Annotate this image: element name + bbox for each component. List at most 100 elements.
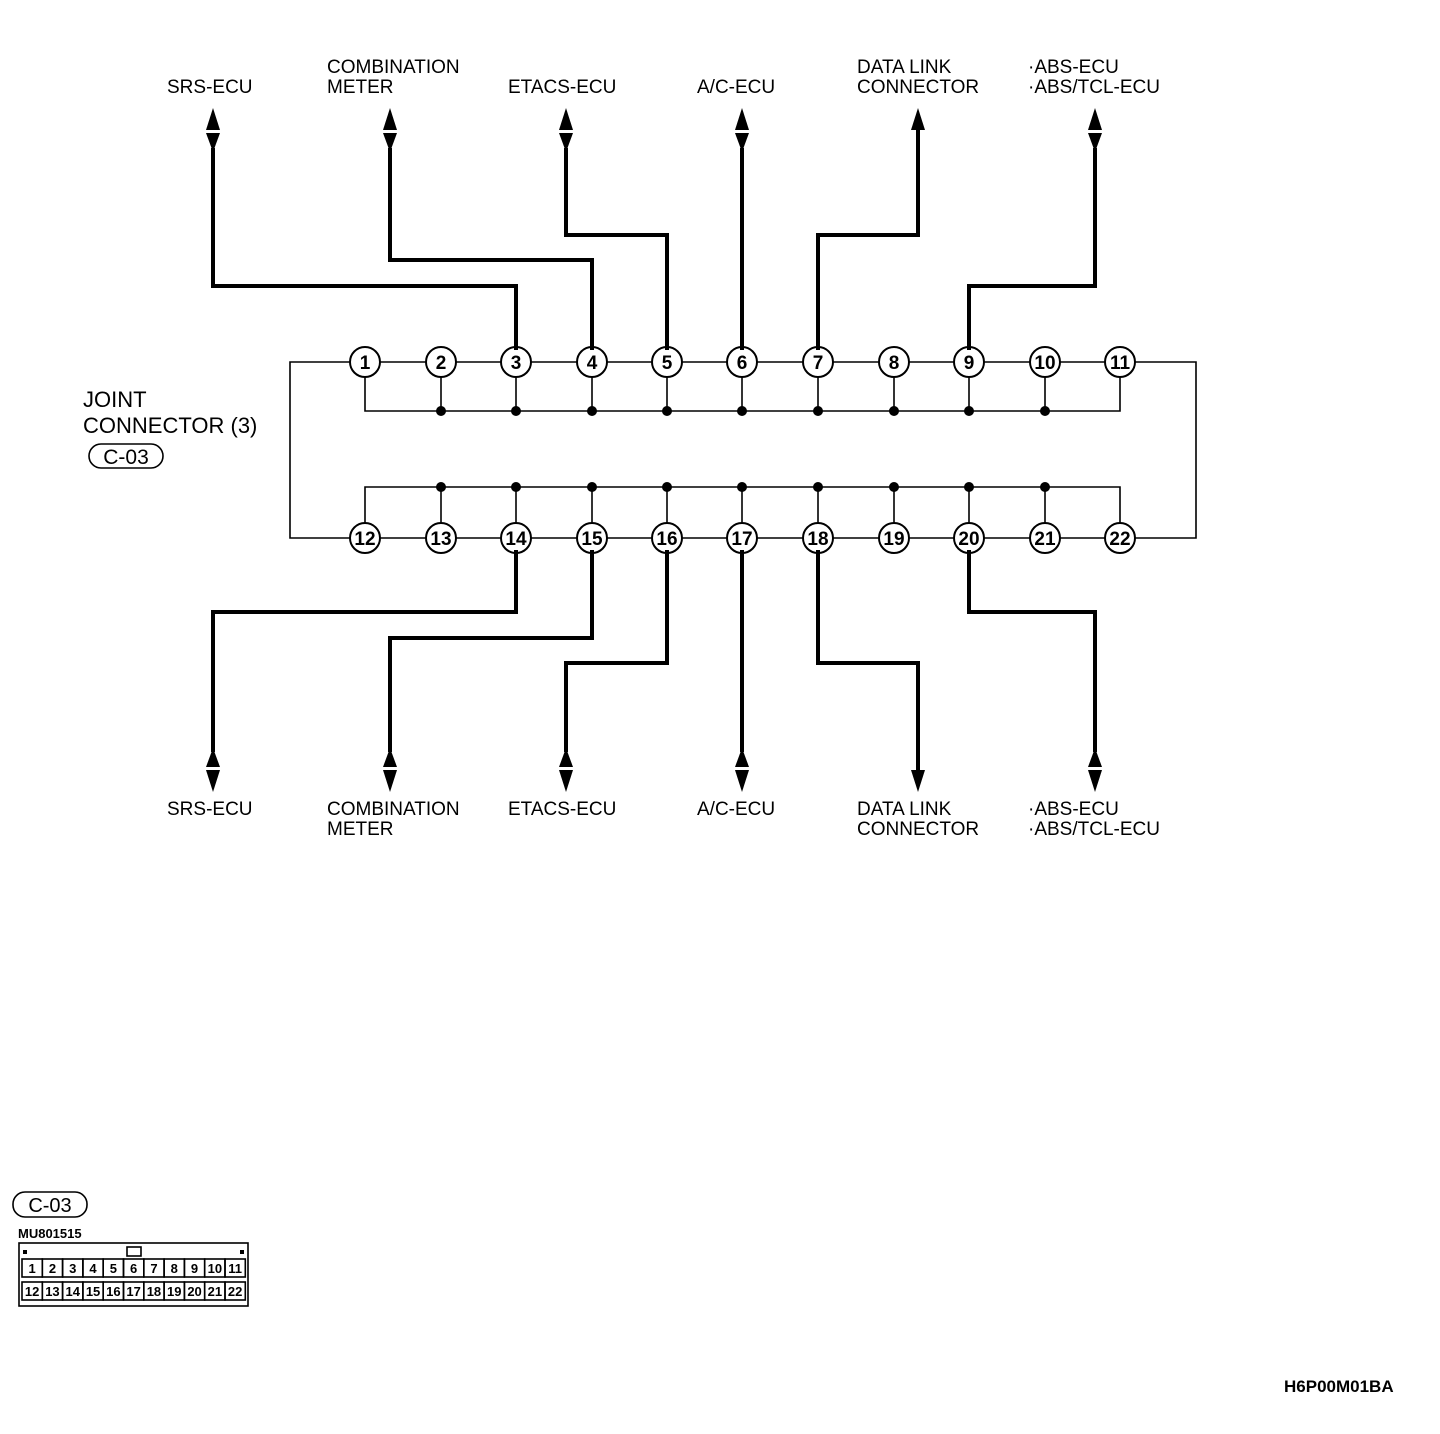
connector-corner-right [240, 1250, 244, 1254]
wire-pin15-combination [388, 550, 594, 752]
pin-number-11: 11 [1110, 353, 1131, 374]
face-cavity-label-5: 5 [110, 1261, 117, 1276]
label-top-abs-1: ·ABS-ECU [1028, 57, 1119, 78]
label-bottom-ac: A/C-ECU [697, 799, 775, 820]
label-top-ac: A/C-ECU [697, 77, 775, 98]
top-junction-dot-9 [964, 406, 974, 416]
bottom-junction-dot-21 [1040, 482, 1050, 492]
pin-number-20: 20 [958, 529, 979, 550]
face-cavity-label-7: 7 [150, 1261, 157, 1276]
bottom-junction-dot-13 [436, 482, 446, 492]
bottom-junction-dot-20 [964, 482, 974, 492]
arrow-srs-top [206, 108, 220, 152]
outer-frame [289, 361, 1197, 539]
label-bottom-etacs: ETACS-ECU [508, 799, 616, 820]
wire-pin5-etacs [564, 148, 669, 350]
face-cavity-label-6: 6 [130, 1261, 137, 1276]
pin-number-12: 12 [354, 529, 375, 550]
label-bottom-datalink-2: CONNECTOR [857, 819, 979, 840]
pin-number-18: 18 [807, 529, 828, 550]
arrow-combination-top [383, 108, 397, 152]
top-destination-labels: SRS-ECU COMBINATION METER ETACS-ECU A/C-… [167, 57, 1160, 98]
pin-number-17: 17 [731, 529, 752, 550]
pin-number-9: 9 [964, 353, 975, 374]
face-cavity-22 [224, 1281, 247, 1301]
connector-housing [18, 1242, 249, 1307]
top-junction-dot-4 [587, 406, 597, 416]
wire-pin14-srs [211, 550, 518, 752]
pin-circle-19 [878, 522, 910, 554]
label-bottom-datalink-1: DATA LINK [857, 799, 952, 820]
arrow-etacs-bottom [559, 748, 573, 792]
top-junction-dot-5 [662, 406, 672, 416]
bottom-junction-dot-15 [587, 482, 597, 492]
arrow-etacs-top [559, 108, 573, 152]
face-cavity-label-16: 16 [106, 1284, 120, 1299]
arrow-combination-bottom [383, 748, 397, 792]
bottom-junction-dot-16 [662, 482, 672, 492]
pin-number-7: 7 [813, 353, 824, 374]
pin-number-13: 13 [430, 529, 451, 550]
label-top-etacs: ETACS-ECU [508, 77, 616, 98]
arrow-abs-bottom [1088, 748, 1102, 792]
pin-number-1: 1 [360, 353, 371, 374]
face-cavity-label-11: 11 [228, 1261, 242, 1276]
label-top-combination-1: COMBINATION [327, 57, 460, 78]
wire-pin18-datalink [816, 550, 920, 772]
label-top-combination-2: METER [327, 77, 394, 98]
bottom-junction-dot-17 [737, 482, 747, 492]
pin-number-22: 22 [1109, 529, 1130, 550]
face-cavity-label-14: 14 [66, 1284, 81, 1299]
top-junction-dot-2 [436, 406, 446, 416]
pin-circle-21 [1029, 522, 1061, 554]
face-cavity-label-9: 9 [191, 1261, 198, 1276]
pin-number-21: 21 [1034, 529, 1056, 550]
face-cavity-label-19: 19 [167, 1284, 181, 1299]
label-top-abs-2: ·ABS/TCL-ECU [1028, 77, 1160, 98]
top-junction-dot-10 [1040, 406, 1050, 416]
pin-circle-13 [425, 522, 457, 554]
face-cavity-label-15: 15 [86, 1284, 100, 1299]
label-top-srs: SRS-ECU [167, 77, 253, 98]
wire-pin4-combination [388, 148, 594, 350]
figure-id: H6P00M01BA [1284, 1377, 1394, 1396]
face-cavity-label-4: 4 [89, 1261, 97, 1276]
pin-circle-2 [425, 346, 457, 378]
joint-code-text: C-03 [103, 446, 149, 469]
label-top-datalink-2: CONNECTOR [857, 77, 979, 98]
label-bottom-abs-2: ·ABS/TCL-ECU [1028, 819, 1160, 840]
connector-corner-left [23, 1250, 27, 1254]
pin-number-3: 3 [511, 353, 522, 374]
bottom-junction-dot-19 [889, 482, 899, 492]
arrow-datalink-top [911, 108, 925, 130]
face-cavity-label-18: 18 [147, 1284, 161, 1299]
face-cavity-label-22: 22 [228, 1284, 242, 1299]
face-cavity-11 [224, 1258, 247, 1278]
wire-pin20-abs [967, 550, 1097, 752]
bottom-junction-dot-14 [511, 482, 521, 492]
pin-circle-12 [349, 522, 381, 554]
label-bottom-abs-1: ·ABS-ECU [1028, 799, 1119, 820]
face-cavity-label-3: 3 [69, 1261, 76, 1276]
label-top-datalink-1: DATA LINK [857, 57, 952, 78]
pin-circle-8 [878, 346, 910, 378]
pin-number-10: 10 [1034, 353, 1055, 374]
label-bottom-combination-2: METER [327, 819, 394, 840]
bottom-arrows [206, 748, 1102, 792]
pin-circle-22 [1104, 522, 1136, 554]
connector-part-number: MU801515 [18, 1226, 82, 1241]
arrow-srs-bottom [206, 748, 220, 792]
pin-circle-10 [1029, 346, 1061, 378]
bottom-wires [211, 550, 1097, 772]
pin-number-6: 6 [737, 353, 748, 374]
pin-number-8: 8 [889, 353, 900, 374]
joint-connector-label: JOINT CONNECTOR (3) C-03 [83, 387, 257, 469]
face-cavity-label-12: 12 [25, 1284, 39, 1299]
wire-pin16-etacs [564, 550, 669, 752]
top-junction-dot-8 [889, 406, 899, 416]
pin-number-2: 2 [436, 353, 447, 374]
